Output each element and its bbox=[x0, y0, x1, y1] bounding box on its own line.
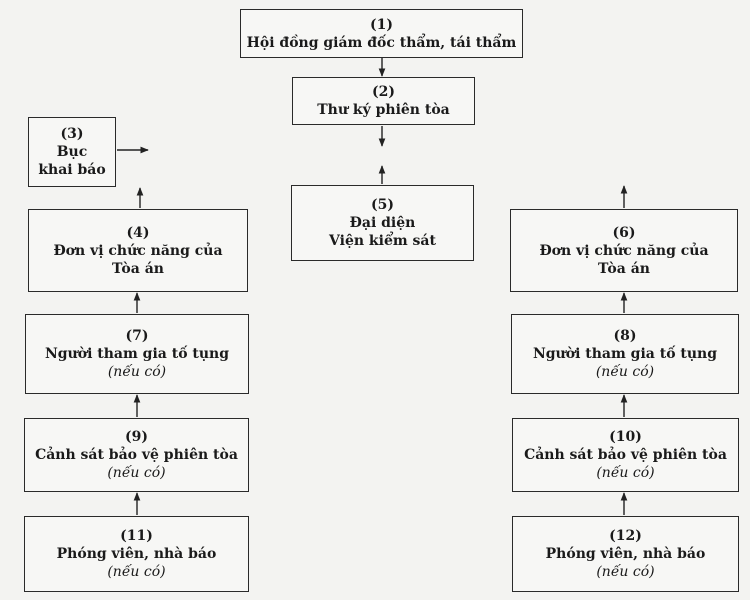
node-12-note: (nếu có) bbox=[596, 564, 655, 580]
node-10-note: (nếu có) bbox=[596, 465, 655, 481]
node-8-number: (8) bbox=[613, 328, 637, 344]
node-4-number: (4) bbox=[126, 224, 150, 241]
node-12-label: Phóng viên, nhà báo bbox=[545, 546, 706, 562]
node-7-participants-left: (7) Người tham gia tố tụng (nếu có) bbox=[25, 314, 249, 394]
node-12-number: (12) bbox=[609, 528, 642, 544]
node-8-label: Người tham gia tố tụng bbox=[532, 346, 718, 362]
node-1-number: (1) bbox=[370, 16, 393, 33]
node-12-journalists-right: (12) Phóng viên, nhà báo (nếu có) bbox=[512, 516, 739, 592]
node-10-label: Cảnh sát bảo vệ phiên tòa bbox=[524, 447, 727, 463]
node-9-court-police-left: (9) Cảnh sát bảo vệ phiên tòa (nếu có) bbox=[24, 418, 249, 492]
node-4-court-unit-left: (4) Đơn vị chức năng của Tòa án bbox=[28, 209, 248, 292]
node-5-label-line-1: Đại diện bbox=[349, 215, 416, 231]
node-7-label: Người tham gia tố tụng bbox=[44, 346, 230, 362]
node-11-note: (nếu có) bbox=[107, 564, 166, 580]
node-1-council: (1) Hội đồng giám đốc thẩm, tái thẩm bbox=[240, 9, 523, 58]
node-10-number: (10) bbox=[609, 429, 642, 445]
node-2-court-clerk: (2) Thư ký phiên tòa bbox=[292, 77, 475, 125]
node-5-label-line-2: Viện kiểm sát bbox=[329, 233, 436, 249]
node-6-label-line-1: Đơn vị chức năng của bbox=[539, 242, 709, 259]
node-3-label-line-2: khai báo bbox=[38, 162, 106, 178]
node-2-number: (2) bbox=[372, 84, 395, 100]
node-4-label-line-1: Đơn vị chức năng của bbox=[53, 242, 223, 259]
node-11-label: Phóng viên, nhà báo bbox=[56, 546, 217, 562]
node-10-court-police-right: (10) Cảnh sát bảo vệ phiên tòa (nếu có) bbox=[512, 418, 739, 492]
node-11-number: (11) bbox=[120, 528, 153, 544]
node-5-number: (5) bbox=[371, 197, 394, 213]
node-8-participants-right: (8) Người tham gia tố tụng (nếu có) bbox=[511, 314, 739, 394]
node-11-journalists-left: (11) Phóng viên, nhà báo (nếu có) bbox=[24, 516, 249, 592]
node-2-label: Thư ký phiên tòa bbox=[317, 102, 450, 118]
node-9-note: (nếu có) bbox=[107, 465, 166, 481]
node-6-number: (6) bbox=[612, 224, 636, 241]
node-4-label-line-2: Tòa án bbox=[112, 260, 164, 277]
node-3-number: (3) bbox=[60, 126, 84, 142]
node-7-note: (nếu có) bbox=[107, 364, 167, 380]
node-8-note: (nếu có) bbox=[595, 364, 655, 380]
node-5-procuracy-representative: (5) Đại diện Viện kiểm sát bbox=[291, 185, 474, 261]
node-3-label-line-1: Bục bbox=[56, 144, 88, 160]
node-3-witness-stand: (3) Bục khai báo bbox=[28, 117, 116, 187]
node-6-court-unit-right: (6) Đơn vị chức năng của Tòa án bbox=[510, 209, 738, 292]
node-1-label: Hội đồng giám đốc thẩm, tái thẩm bbox=[246, 34, 517, 51]
node-6-label-line-2: Tòa án bbox=[598, 260, 650, 277]
node-7-number: (7) bbox=[125, 328, 149, 344]
node-9-number: (9) bbox=[125, 429, 148, 445]
node-9-label: Cảnh sát bảo vệ phiên tòa bbox=[35, 447, 238, 463]
